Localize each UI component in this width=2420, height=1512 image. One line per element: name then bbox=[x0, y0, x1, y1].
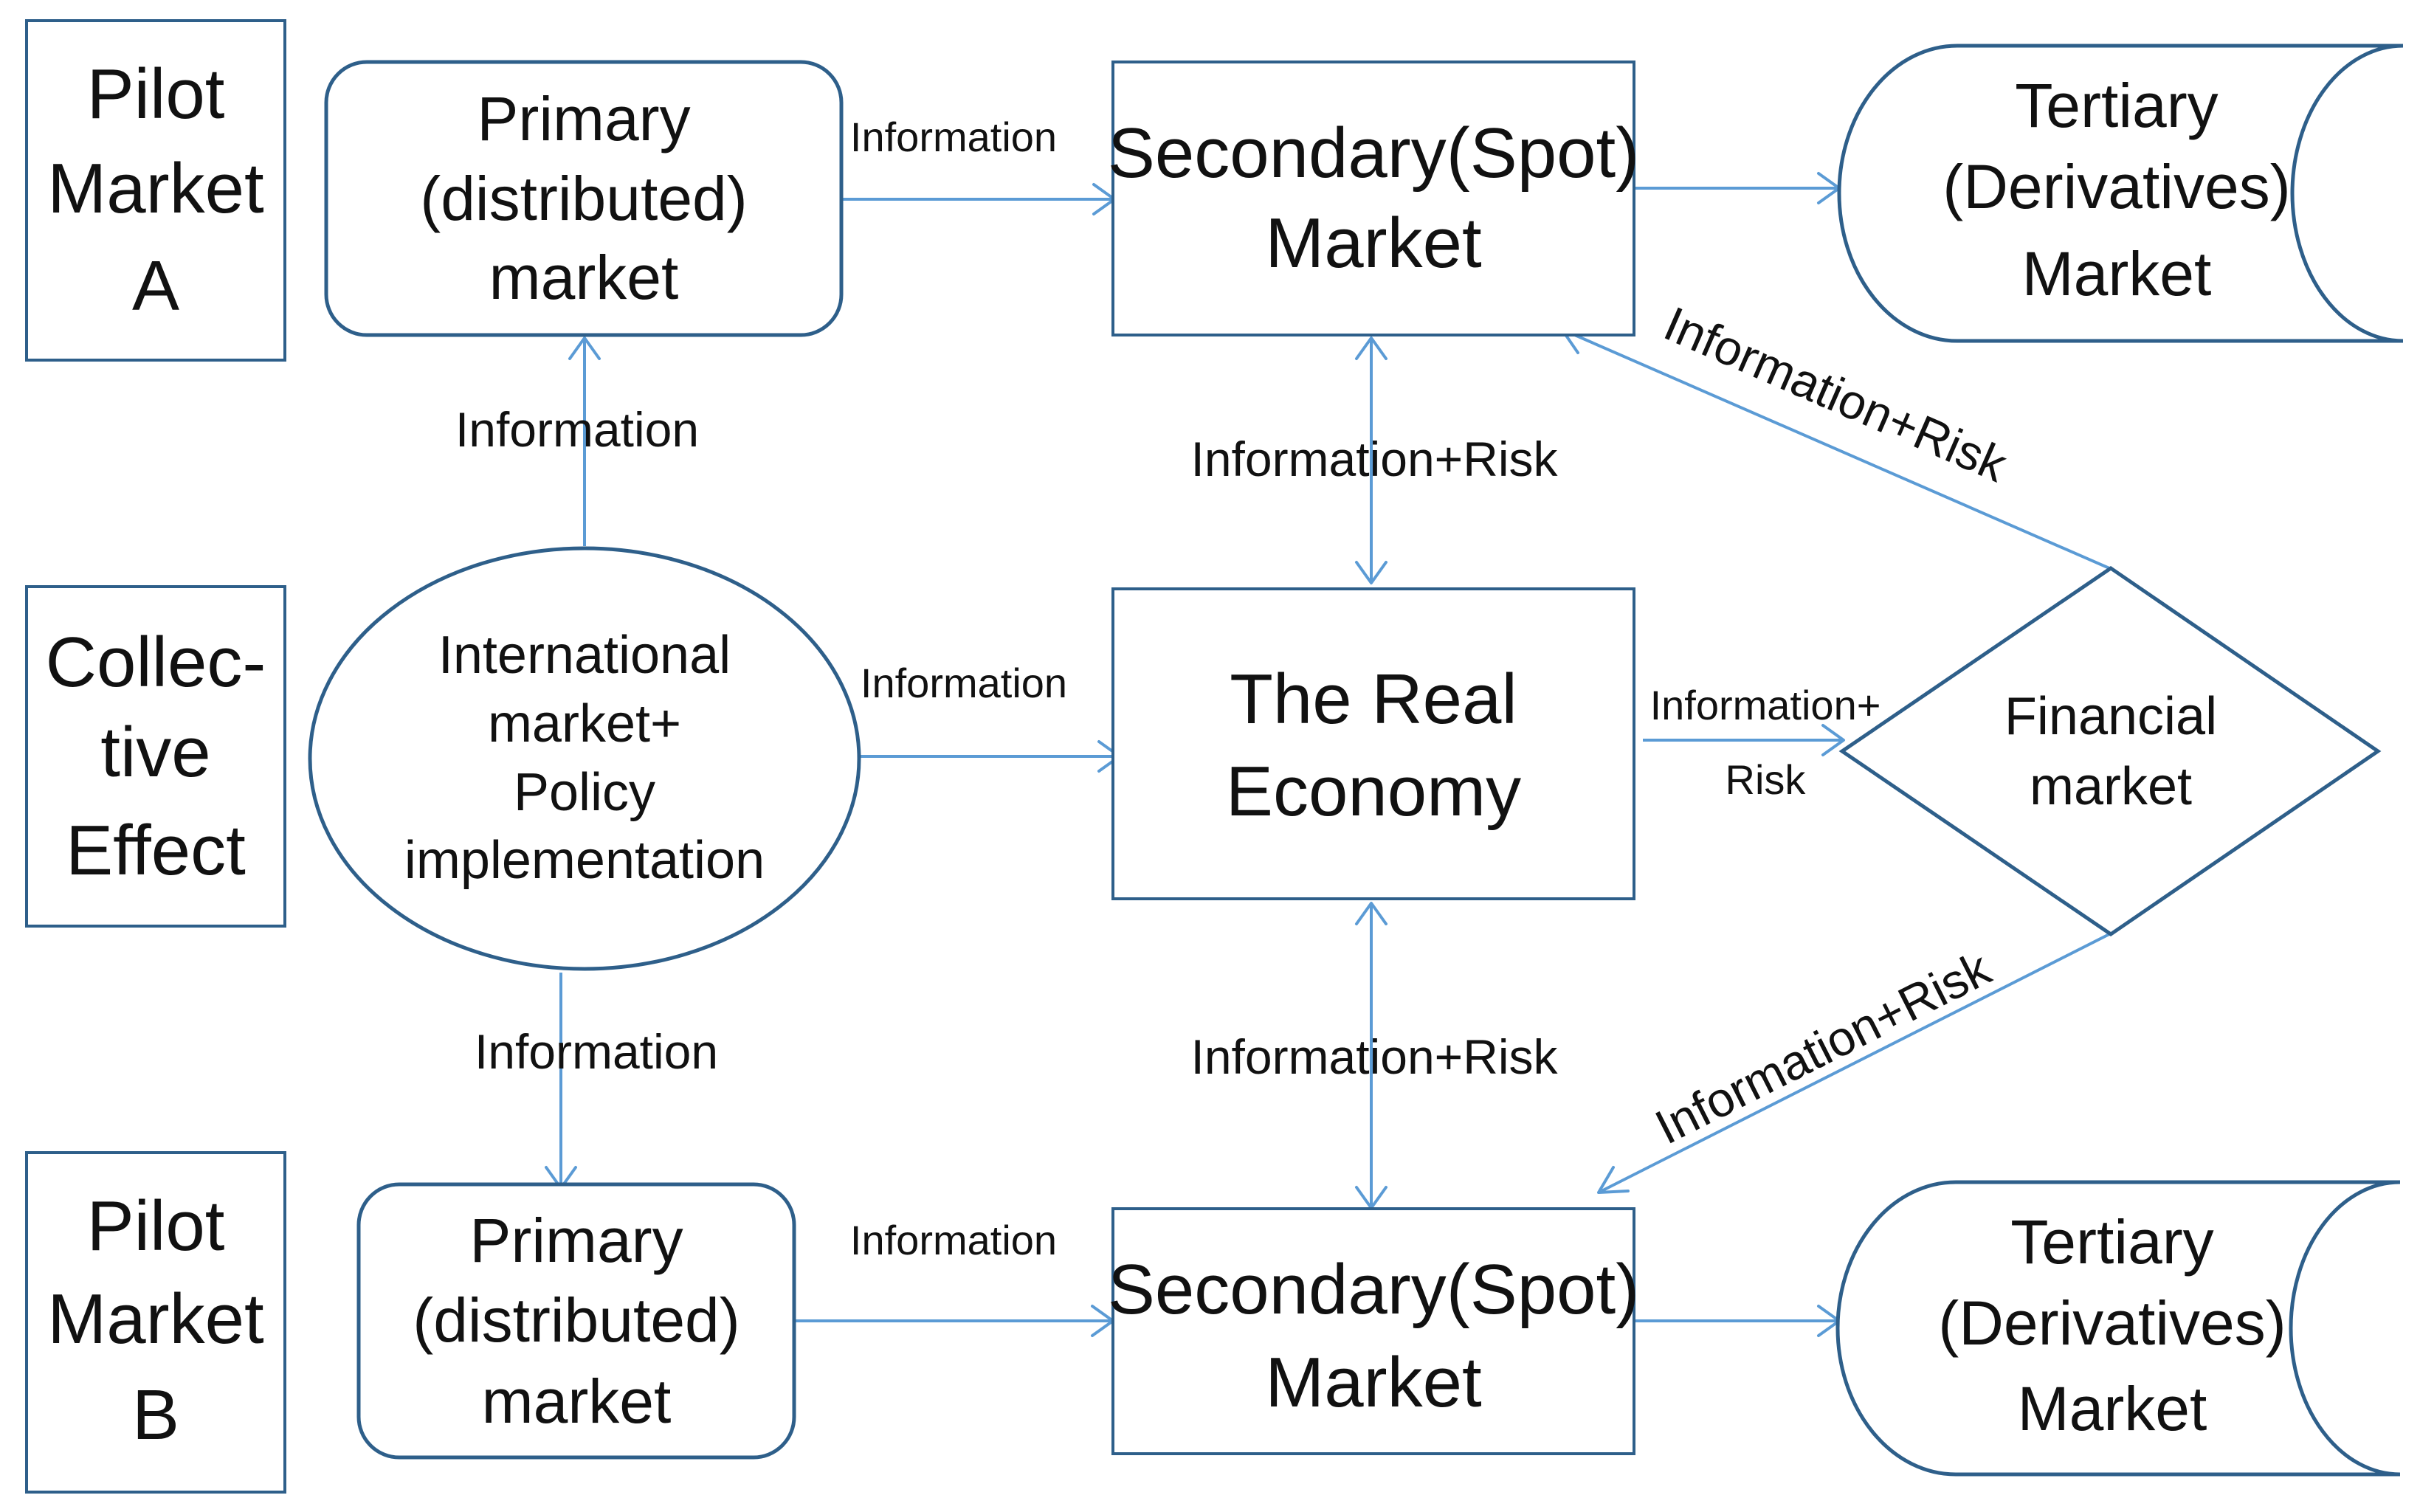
label-intl-to-real-economy: Information bbox=[861, 660, 1067, 706]
collective-line-1: Collec- bbox=[46, 623, 266, 702]
edge-primary-b-to-secondary-b bbox=[793, 1305, 1114, 1337]
primary-b-line-1: Primary bbox=[469, 1206, 683, 1275]
secondary-a-line-1: Secondary(Spot) bbox=[1108, 114, 1639, 193]
pilot-a-line-3: A bbox=[132, 246, 179, 325]
edge-financial-to-secondary-b bbox=[1597, 933, 2110, 1194]
edge-intl-to-real-economy bbox=[860, 740, 1121, 773]
tertiary-b-line-2: (Derivatives) bbox=[1938, 1288, 2286, 1358]
tertiary-a-line-1: Tertiary bbox=[2015, 71, 2218, 140]
tertiary-b-line-3: Market bbox=[2018, 1374, 2207, 1443]
label-real-to-financial-line-1: Information+ bbox=[1650, 682, 1881, 728]
node-international-policy: International market+ Policy implementat… bbox=[308, 546, 861, 971]
node-primary-market-a: Primary (distributed) market bbox=[324, 60, 844, 337]
secondary-b-line-2: Market bbox=[1265, 1343, 1481, 1422]
pilot-market-a-box: Pilot Market A bbox=[25, 19, 286, 362]
primary-a-line-1: Primary bbox=[477, 84, 690, 153]
tertiary-b-line-1: Tertiary bbox=[2010, 1207, 2213, 1277]
label-real-to-financial-line-2: Risk bbox=[1726, 756, 1807, 803]
collective-effect-box: Collec- tive Effect bbox=[25, 585, 286, 928]
international-line-2: market+ bbox=[488, 694, 681, 753]
node-tertiary-market-a: Tertiary (Derivatives) Market bbox=[1837, 44, 2404, 343]
node-secondary-market-a: Secondary(Spot) Market bbox=[1108, 61, 1639, 336]
label-secondary-a-real-economy: Information+Risk bbox=[1190, 432, 1558, 486]
edge-real-economy-to-financial bbox=[1643, 724, 1845, 756]
secondary-b-line-1: Secondary(Spot) bbox=[1108, 1250, 1639, 1329]
node-tertiary-market-b: Tertiary (Derivatives) Market bbox=[1835, 1180, 2401, 1477]
collective-line-3: Effect bbox=[66, 811, 246, 890]
pilot-a-line-2: Market bbox=[47, 149, 263, 228]
label-primary-b-to-secondary-b: Information bbox=[850, 1217, 1057, 1263]
financial-line-2: market bbox=[2030, 757, 2192, 816]
label-intl-to-primary-b: Information bbox=[475, 1024, 718, 1079]
real-economy-line-2: Economy bbox=[1226, 752, 1521, 831]
international-line-1: International bbox=[438, 626, 731, 685]
edge-secondary-b-to-tertiary-b bbox=[1635, 1305, 1841, 1337]
node-real-economy: The Real Economy bbox=[1111, 587, 1635, 900]
primary-a-line-3: market bbox=[489, 243, 679, 312]
international-line-3: Policy bbox=[514, 763, 655, 822]
edge-financial-to-secondary-a bbox=[1560, 325, 2110, 570]
primary-b-line-2: (distributed) bbox=[413, 1285, 740, 1355]
node-primary-market-b: Primary (distributed) market bbox=[356, 1182, 796, 1460]
financial-line-1: Financial bbox=[2004, 687, 2217, 746]
real-economy-line-1: The Real bbox=[1230, 660, 1517, 739]
primary-b-line-3: market bbox=[482, 1367, 672, 1436]
node-secondary-market-b: Secondary(Spot) Market bbox=[1108, 1207, 1639, 1455]
edge-primary-a-to-secondary-a bbox=[841, 183, 1116, 215]
pilot-b-line-2: Market bbox=[47, 1280, 263, 1359]
node-financial-market: Financial market bbox=[1838, 565, 2382, 937]
tertiary-a-line-3: Market bbox=[2022, 239, 2212, 308]
primary-a-line-2: (distributed) bbox=[420, 164, 748, 233]
pilot-market-b-box: Pilot Market B bbox=[25, 1151, 286, 1494]
edge-secondary-a-real-economy bbox=[1355, 336, 1387, 584]
label-real-economy-secondary-b: Information+Risk bbox=[1190, 1029, 1558, 1084]
pilot-b-line-3: B bbox=[132, 1375, 179, 1454]
label-intl-to-primary-a: Information bbox=[455, 402, 699, 457]
edge-secondary-a-to-tertiary-a bbox=[1634, 172, 1841, 204]
edge-intl-to-primary-b bbox=[545, 973, 577, 1190]
secondary-a-line-2: Market bbox=[1265, 204, 1481, 283]
pilot-b-line-1: Pilot bbox=[87, 1187, 225, 1266]
tertiary-a-line-2: (Derivatives) bbox=[1942, 152, 2290, 221]
collective-line-2: tive bbox=[100, 713, 210, 792]
label-financial-to-secondary-b: Information+Risk bbox=[1647, 940, 1999, 1155]
pilot-a-line-1: Pilot bbox=[87, 55, 225, 134]
edge-intl-to-primary-a bbox=[568, 336, 601, 546]
international-line-4: implementation bbox=[404, 831, 765, 890]
label-primary-a-to-secondary-a: Information bbox=[850, 114, 1057, 160]
